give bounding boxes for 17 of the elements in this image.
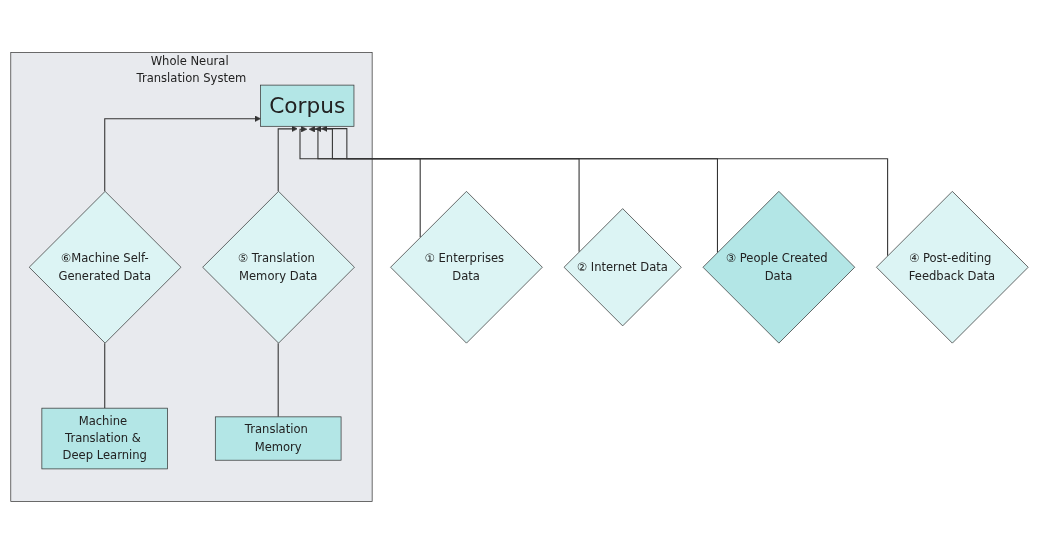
node-diamond: ⑥Machine Self-Generated Data [28,191,182,344]
node-diamond: ⑤ Translation Memory Data [202,191,355,344]
node-box: Translation Memory [214,416,342,461]
arrow [315,125,718,253]
node-diamond: ② Internet Data [563,208,682,327]
connector [104,342,106,409]
arrow [277,125,298,192]
node-box: Corpus [260,84,355,127]
node-diamond: ① Enterprises Data [390,191,543,344]
arrow [308,125,580,253]
node-box: Machine Translation & Deep Learning [41,407,168,470]
node-diamond: ③ People Created Data [702,191,856,344]
arrow [299,126,421,238]
connector [277,342,279,418]
node-diamond: ④ Post-editing Feedback Data [876,191,1029,344]
arrow [104,115,261,192]
arrow [321,125,889,257]
